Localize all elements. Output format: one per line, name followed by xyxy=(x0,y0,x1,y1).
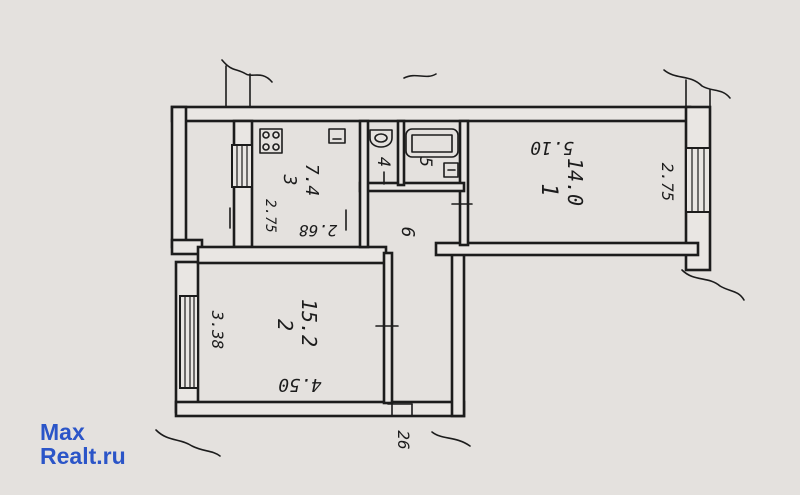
room-1-depth: 2.75 xyxy=(658,163,677,202)
room-2-width: 4.50 xyxy=(278,374,321,395)
extra-dimension: 26 xyxy=(394,430,413,449)
break-lines xyxy=(155,59,745,457)
room-2-area: 15.2 xyxy=(297,299,321,347)
room-5-number: 5 xyxy=(415,157,435,167)
room-3-number: 3 xyxy=(279,174,300,186)
room-3-width: 2.68 xyxy=(299,221,338,240)
room-1-width: 5.10 xyxy=(530,137,573,158)
room-2-number: 2 xyxy=(273,319,297,331)
windows xyxy=(179,144,711,389)
room-3-depth: 2.75 xyxy=(262,199,278,233)
watermark-line-2: Realt.ru xyxy=(40,443,126,469)
room-2-depth: 3.38 xyxy=(208,310,227,350)
fixtures xyxy=(229,128,473,417)
watermark-logo: Max Realt.ru xyxy=(40,420,126,468)
room-4-number: 4 xyxy=(373,157,393,167)
room-1-label-group: 1 14.0 5.10 2.75 xyxy=(530,137,677,206)
room-6-number: 6 xyxy=(397,227,418,238)
room-3-label-group: 3 7.4 2.68 2.75 xyxy=(262,164,337,240)
watermark-line-1: Max xyxy=(40,419,85,445)
room-1-number: 1 xyxy=(536,183,561,196)
room-3-area: 7.4 xyxy=(301,164,322,197)
room-1-area: 14.0 xyxy=(563,158,587,206)
room-2-label-group: 2 15.2 4.50 3.38 xyxy=(208,299,322,395)
